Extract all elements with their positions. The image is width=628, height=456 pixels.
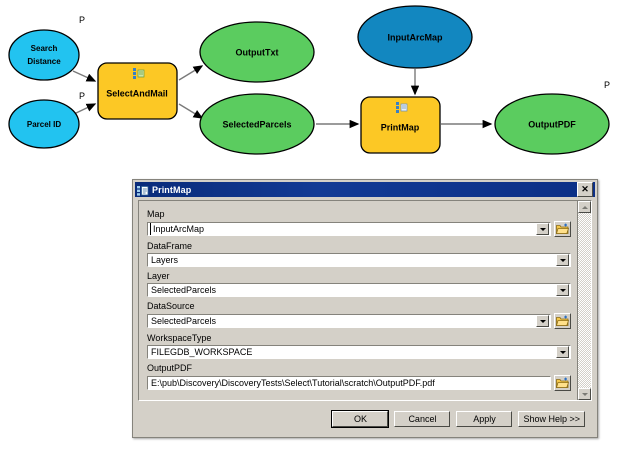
datasource-value: SelectedParcels [151,316,217,326]
workspacetype-value: FILEGDB_WORKSPACE [151,347,253,357]
dialog-content-panel: Map InputArcMap [138,200,592,401]
chevron-down-icon[interactable] [536,315,549,327]
node-label-output-txt: OutputTxt [236,47,279,57]
field-layer: Layer SelectedParcels [147,271,571,297]
map-value: InputArcMap [150,223,536,235]
browse-folder-button-outputpdf[interactable] [554,375,571,391]
edge-parcel-id-to-select-and-mail [73,103,97,115]
node-label-select-and-mail: SelectAndMail [106,88,168,98]
workspacetype-combo[interactable]: FILEGDB_WORKSPACE [147,345,571,359]
node-selected-parcels[interactable]: SelectedParcels [199,93,315,155]
field-dataframe: DataFrame Layers [147,241,571,267]
dialog-button-row: OK Cancel Apply Show Help >> [133,410,591,428]
cancel-button[interactable]: Cancel [394,411,451,427]
node-select-and-mail[interactable]: SelectAndMail [97,62,178,120]
dataframe-combo[interactable]: Layers [147,253,571,267]
param-marker-parcel-id: P [79,91,85,101]
field-datasource: DataSource SelectedParcels [147,301,571,329]
show-help-button[interactable]: Show Help >> [518,411,585,427]
apply-button[interactable]: Apply [456,411,513,427]
chevron-down-icon[interactable] [556,254,569,266]
param-marker-output-pdf: P [604,80,610,90]
close-icon[interactable]: ✕ [577,182,593,197]
label-layer: Layer [147,271,170,281]
label-workspacetype: WorkspaceType [147,333,212,343]
node-label-search-distance-line1: Search [31,44,58,53]
outputpdf-input[interactable]: E:\pub\Discovery\DiscoveryTests\Select\T… [147,376,551,390]
parameters-area: Map InputArcMap [139,201,577,400]
dialog-titlebar[interactable]: PrintMap ✕ [135,182,595,197]
node-input-arcmap[interactable]: InputArcMap [357,5,473,69]
browse-folder-button-map[interactable] [554,221,571,237]
edge-search-distance-to-select-and-mail [72,70,97,82]
label-outputpdf: OutputPDF [147,363,193,373]
node-label-print-map: PrintMap [381,122,420,132]
scroll-up-icon[interactable] [578,201,591,213]
node-parcel-id[interactable]: Parcel ID P [8,91,85,149]
layer-value: SelectedParcels [151,285,217,295]
ok-button[interactable]: OK [331,410,390,428]
field-outputpdf: OutputPDF E:\pub\Discovery\DiscoveryTest… [147,363,571,391]
chevron-down-icon[interactable] [556,284,569,296]
node-search-distance[interactable]: Search Distance P [8,15,85,81]
node-print-map[interactable]: PrintMap [360,96,441,154]
edge-select-and-mail-to-output-txt [178,65,204,81]
parameters-scrollbar[interactable] [577,201,591,400]
label-datasource: DataSource [147,301,195,311]
node-label-parcel-id: Parcel ID [27,120,61,129]
printmap-dialog: PrintMap ✕ Map InputArcMap [132,179,598,438]
field-map: Map InputArcMap [147,209,571,237]
scrollbar-track[interactable] [578,213,591,388]
script-tool-icon [137,184,149,196]
dataframe-value: Layers [151,255,179,265]
connector-group [72,65,493,129]
label-map: Map [147,209,165,219]
script-tool-icon [133,68,145,79]
layer-combo[interactable]: SelectedParcels [147,283,571,297]
label-dataframe: DataFrame [147,241,193,251]
datasource-combo[interactable]: SelectedParcels [147,314,551,328]
node-label-output-pdf: OutputPDF [528,119,576,129]
scroll-down-icon[interactable] [578,388,591,400]
node-label-search-distance-line2: Distance [27,57,61,66]
chevron-down-icon[interactable] [556,346,569,358]
browse-folder-button-datasource[interactable] [554,313,571,329]
node-output-pdf[interactable]: OutputPDF P [494,80,610,155]
script-tool-icon [396,102,408,113]
chevron-down-icon[interactable] [536,223,549,235]
node-output-txt[interactable]: OutputTxt [199,21,315,83]
model-diagram: Search Distance P Parcel ID P SelectAndM… [0,0,628,172]
node-label-selected-parcels: SelectedParcels [222,119,291,129]
param-marker-search-distance: P [79,15,85,25]
dialog-title: PrintMap [152,184,192,195]
node-label-input-arcmap: InputArcMap [388,32,444,42]
map-combo[interactable]: InputArcMap [147,222,551,236]
field-workspacetype: WorkspaceType FILEGDB_WORKSPACE [147,333,571,359]
edge-select-and-mail-to-selected-parcels [178,103,204,119]
